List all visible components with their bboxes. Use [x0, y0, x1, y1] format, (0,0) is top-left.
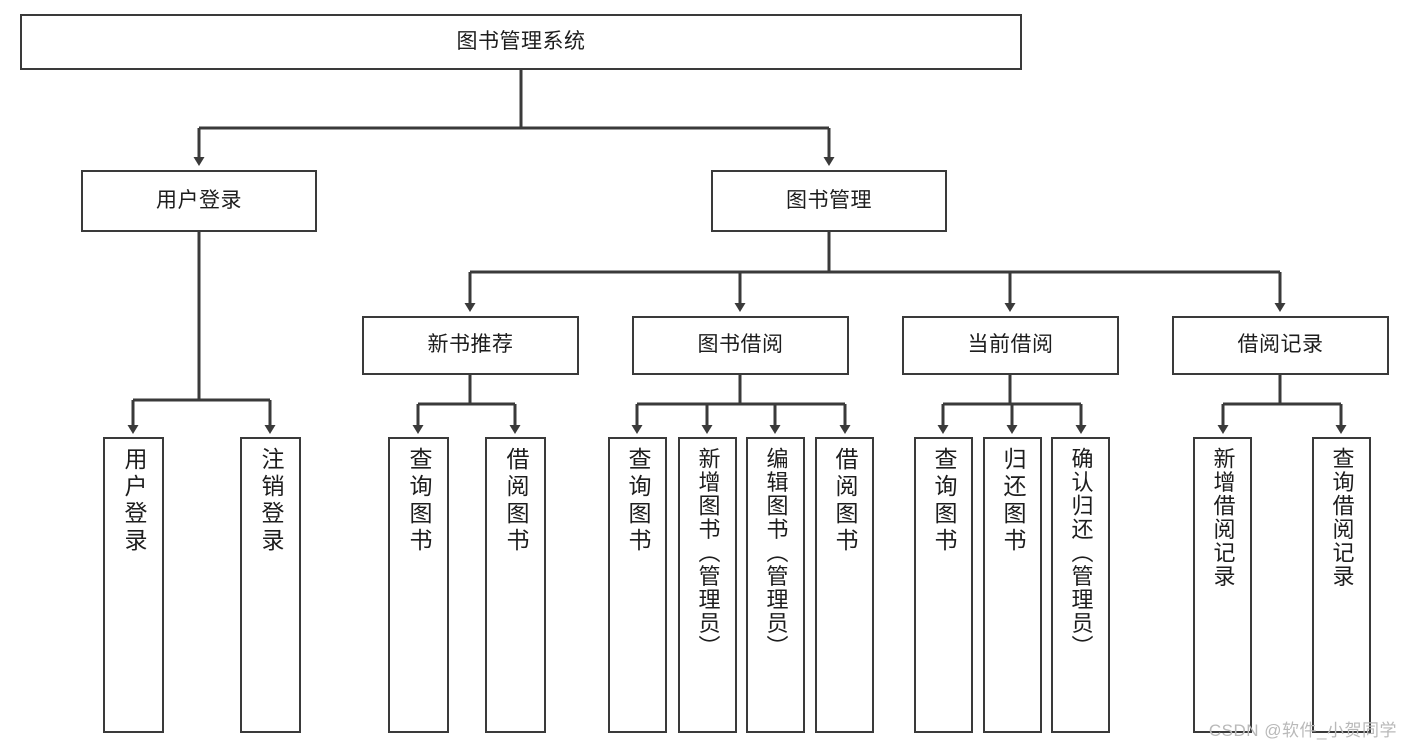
watermark: CSDN @软件_小贺同学: [1208, 721, 1397, 740]
node-current-borrow[interactable]: 当前借阅: [902, 316, 1119, 375]
leaf-edit-book-admin-label: 编辑图书（管理员）: [763, 447, 789, 659]
leaf-add-borrow-record[interactable]: 新增借阅记录: [1193, 437, 1252, 733]
leaf-query-borrow-record[interactable]: 查询借阅记录: [1312, 437, 1371, 733]
leaf-borrow-book[interactable]: 借阅图书: [815, 437, 874, 733]
leaf-query-book-recommend[interactable]: 查询图书: [388, 437, 449, 733]
leaf-borrow-book-recommend[interactable]: 借阅图书: [485, 437, 546, 733]
leaf-return-book-label: 归还图书: [1000, 447, 1026, 555]
leaf-query-book-current[interactable]: 查询图书: [914, 437, 973, 733]
node-new-book-recommend-label: 新书推荐: [427, 333, 514, 357]
leaf-borrow-book-label: 借阅图书: [832, 447, 858, 555]
leaf-query-book-borrow[interactable]: 查询图书: [608, 437, 667, 733]
leaf-logout[interactable]: 注销登录: [240, 437, 301, 733]
node-root-label: 图书管理系统: [456, 29, 586, 53]
leaf-add-book-admin-label: 新增图书（管理员）: [695, 447, 721, 659]
node-book-borrow[interactable]: 图书借阅: [632, 316, 849, 375]
node-borrow-record-label: 借阅记录: [1237, 333, 1324, 357]
node-current-borrow-label: 当前借阅: [967, 333, 1054, 357]
node-book-management[interactable]: 图书管理: [711, 170, 947, 232]
node-book-borrow-label: 图书借阅: [697, 333, 784, 357]
leaf-user-login-label: 用户登录: [121, 447, 147, 555]
leaf-query-book-borrow-label: 查询图书: [625, 447, 651, 555]
leaf-return-book[interactable]: 归还图书: [983, 437, 1042, 733]
node-book-management-label: 图书管理: [786, 188, 872, 212]
leaf-add-book-admin[interactable]: 新增图书（管理员）: [678, 437, 737, 733]
node-new-book-recommend[interactable]: 新书推荐: [362, 316, 579, 375]
leaf-add-borrow-record-label: 新增借阅记录: [1210, 447, 1236, 588]
leaf-query-borrow-record-label: 查询借阅记录: [1329, 447, 1355, 588]
leaf-borrow-book-recommend-label: 借阅图书: [503, 447, 529, 555]
node-user-login[interactable]: 用户登录: [81, 170, 317, 232]
leaf-confirm-return-admin[interactable]: 确认归还（管理员）: [1051, 437, 1110, 733]
leaf-confirm-return-admin-label: 确认归还（管理员）: [1068, 447, 1094, 659]
leaf-user-login[interactable]: 用户登录: [103, 437, 164, 733]
leaf-query-book-recommend-label: 查询图书: [406, 447, 432, 555]
node-user-login-label: 用户登录: [156, 188, 242, 212]
node-borrow-record[interactable]: 借阅记录: [1172, 316, 1389, 375]
leaf-logout-label: 注销登录: [258, 447, 284, 555]
leaf-query-book-current-label: 查询图书: [931, 447, 957, 555]
leaf-edit-book-admin[interactable]: 编辑图书（管理员）: [746, 437, 805, 733]
node-root[interactable]: 图书管理系统: [20, 14, 1022, 70]
